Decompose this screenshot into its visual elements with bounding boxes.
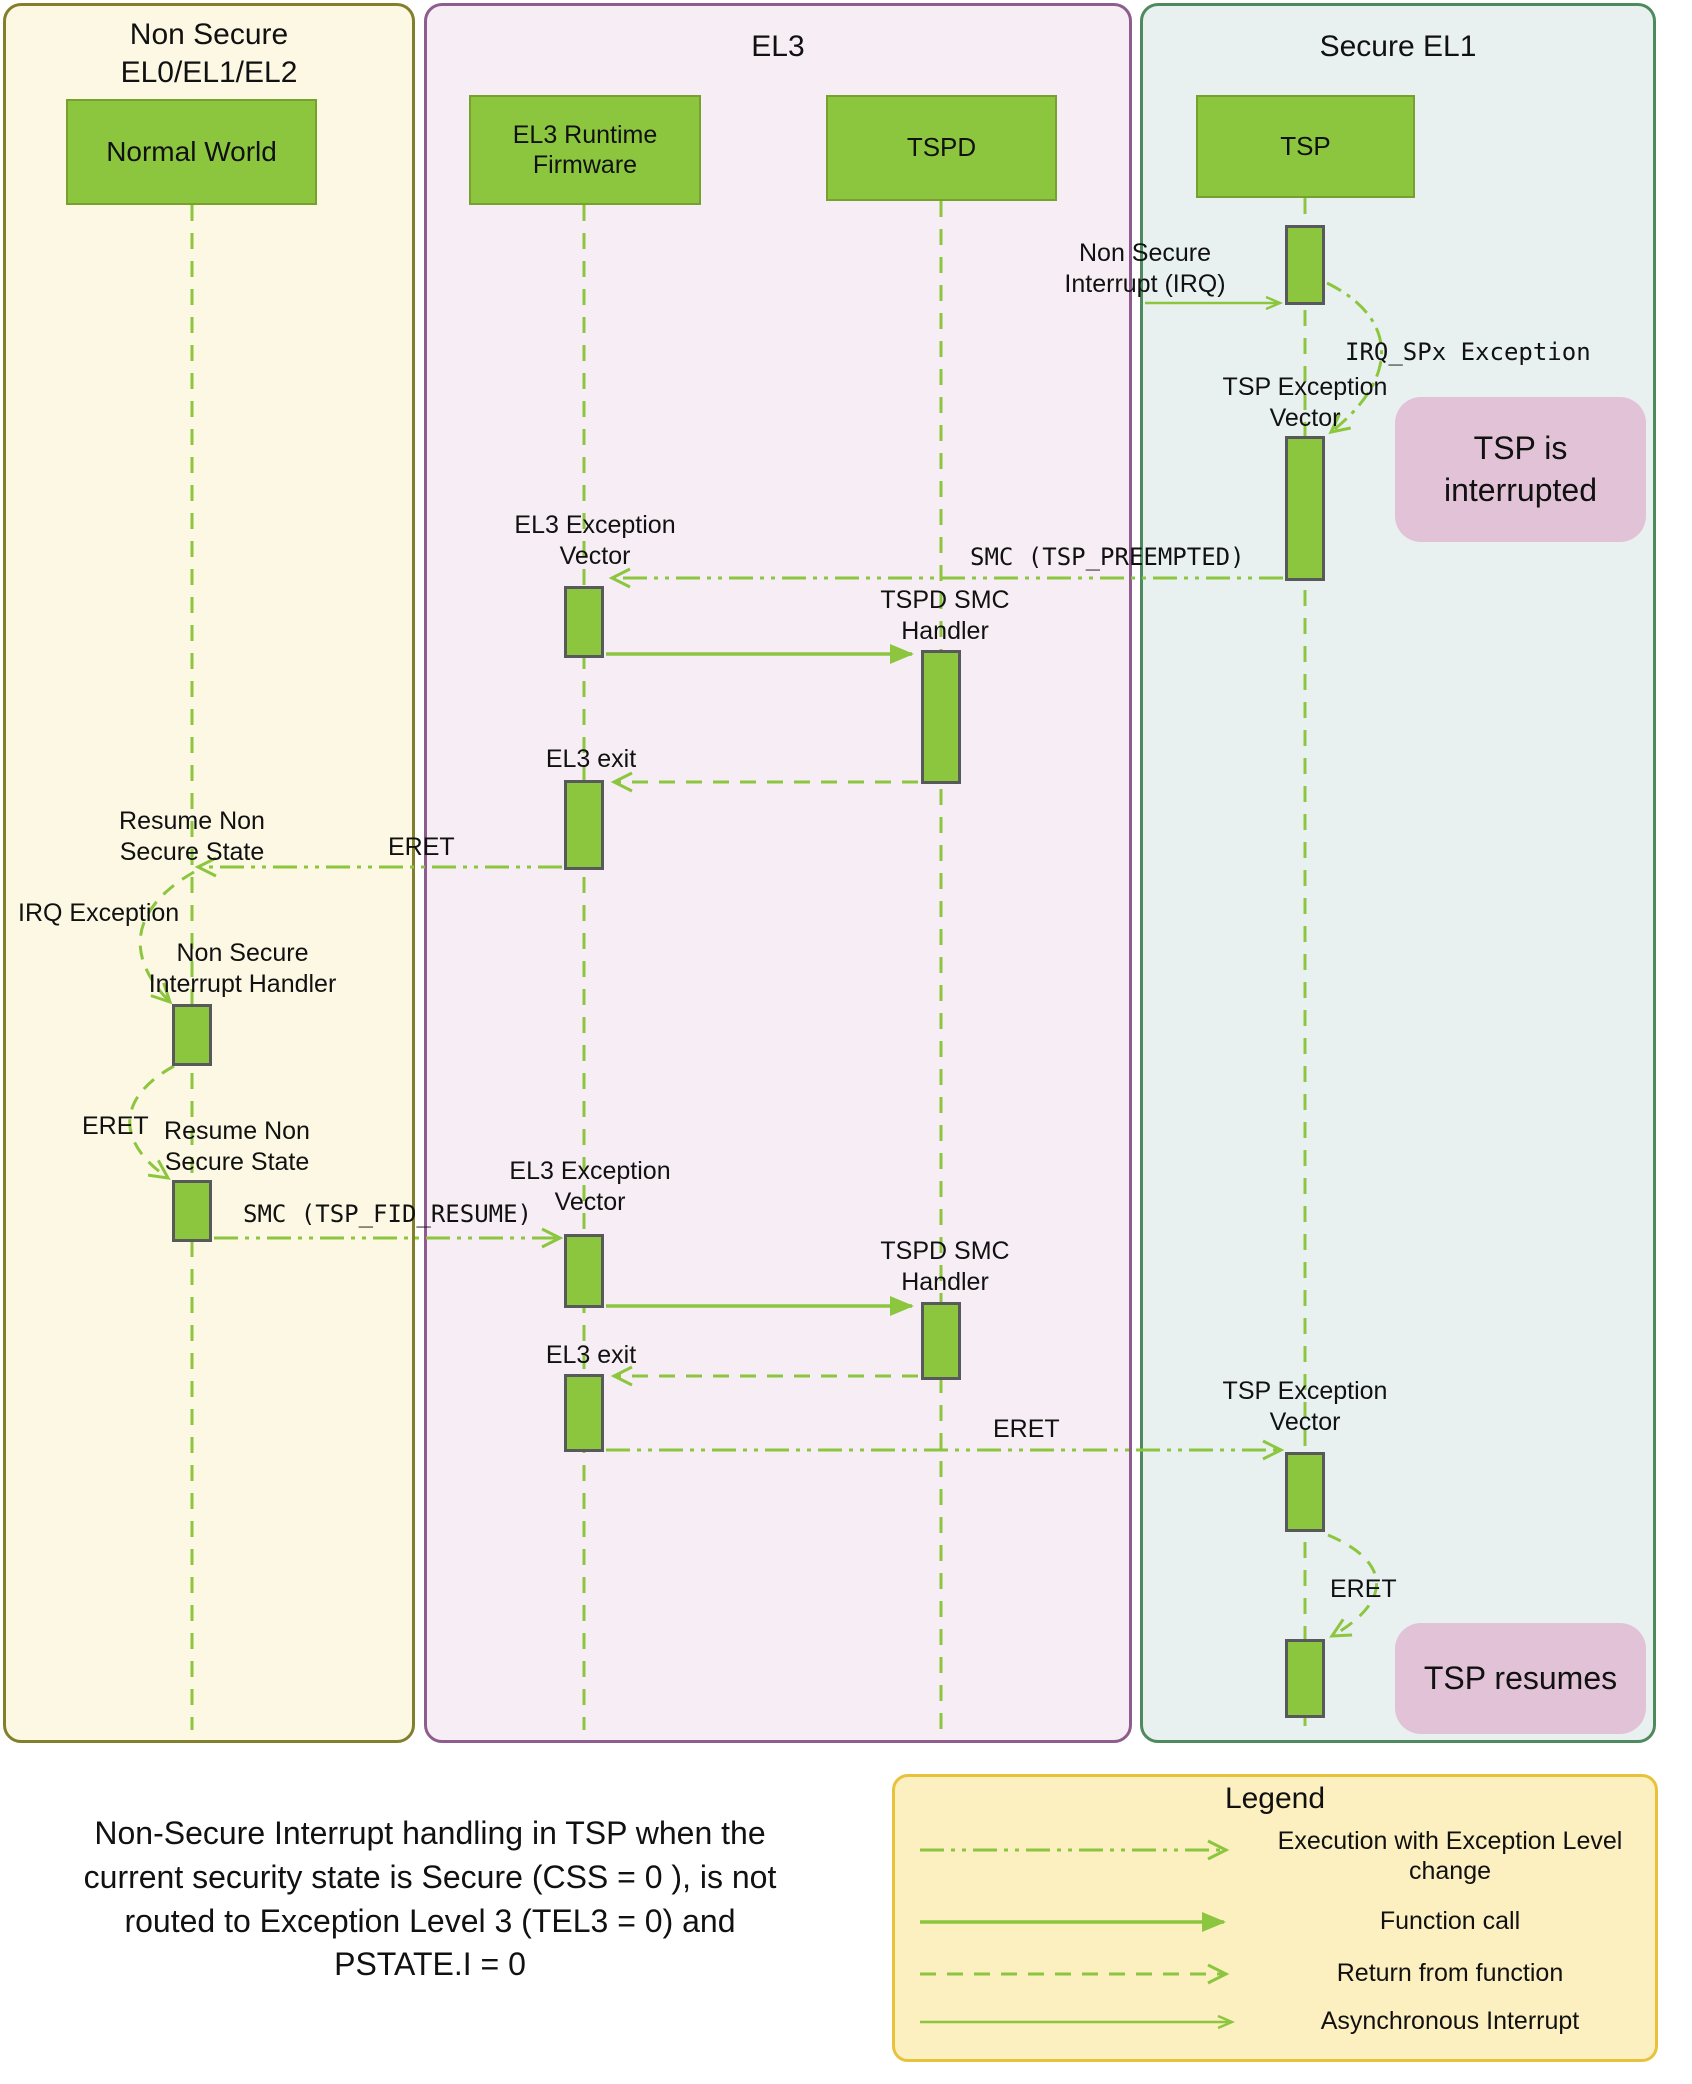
- label-non-secure-interrupt-irq: Non Secure Interrupt (IRQ): [1064, 239, 1226, 298]
- note-tsp-is-interrupted: TSP is interrupted: [1395, 397, 1646, 542]
- label-tspd-smc-handler-1: TSPD SMC Handler: [880, 586, 1010, 645]
- label-resume-non-secure-state-2: Resume Non Secure State: [164, 1117, 310, 1176]
- actor-tsp-label: TSP: [1280, 130, 1331, 161]
- actor-el3-runtime-firmware: EL3 Runtime Firmware: [469, 95, 701, 205]
- actor-tspd-label: TSPD: [906, 132, 977, 163]
- activation-el3-exception-vector-2: [564, 1234, 604, 1308]
- label-el3-exit-2: EL3 exit: [545, 1341, 637, 1369]
- label-tsp-exception-vector-1: TSP Exception Vector: [1222, 373, 1388, 432]
- note-tsp-resumes-text: TSP resumes: [1423, 1659, 1618, 1696]
- legend-label-asynchronous-interrupt: Asynchronous Interrupt: [1320, 2007, 1580, 2035]
- actor-el3-runtime-firmware-label: EL3 Runtime Firmware: [512, 121, 658, 179]
- activation-tsp-resumed: [1285, 1639, 1325, 1718]
- label-smc-tsp-fid-resume: SMC (TSP_FID_RESUME): [243, 1200, 532, 1228]
- label-eret-1: ERET: [388, 833, 455, 861]
- activation-el3-exception-vector-1: [564, 586, 604, 658]
- actor-normal-world: Normal World: [66, 99, 317, 205]
- activation-non-secure-interrupt-handler: [172, 1004, 212, 1066]
- label-eret-4: ERET: [1330, 1575, 1397, 1603]
- label-non-secure-interrupt-handler: Non Secure Interrupt Handler: [148, 939, 337, 998]
- label-el3-exception-vector-1: EL3 Exception Vector: [514, 511, 676, 570]
- lane-title-secure-el1: Secure EL1: [1319, 30, 1477, 63]
- activation-tsp-running: [1285, 225, 1325, 305]
- legend-box: [892, 1774, 1658, 2062]
- label-irq-exception: IRQ Exception: [18, 899, 180, 927]
- legend-title: Legend: [1224, 1782, 1326, 1815]
- label-irq-spx-exception: IRQ_SPx Exception: [1345, 338, 1591, 366]
- activation-el3-exit-2: [564, 1374, 604, 1452]
- activation-tspd-smc-handler-2: [921, 1302, 961, 1380]
- actor-tsp: TSP: [1196, 95, 1415, 198]
- label-el3-exception-vector-2: EL3 Exception Vector: [509, 1157, 671, 1216]
- legend-label-function-call: Function call: [1379, 1907, 1521, 1935]
- lane-title-el3: EL3: [751, 30, 805, 63]
- legend-label-exception-level-change: Execution with Exception Level change: [1277, 1827, 1623, 1885]
- activation-tsp-exception-vector-2: [1285, 1452, 1325, 1532]
- label-eret-3: ERET: [993, 1415, 1060, 1443]
- diagram-caption: Non-Secure Interrupt handling in TSP whe…: [83, 1815, 777, 1983]
- activation-tspd-smc-handler-1: [921, 650, 961, 784]
- activation-resume-non-secure-state: [172, 1180, 212, 1242]
- activation-tsp-exception-vector-1: [1285, 436, 1325, 581]
- activation-el3-exit-1: [564, 780, 604, 870]
- lane-secure-el1: Secure EL1: [1140, 3, 1656, 1743]
- actor-tspd: TSPD: [826, 95, 1057, 201]
- label-resume-non-secure-state-1: Resume Non Secure State: [119, 807, 265, 866]
- note-tsp-resumes: TSP resumes: [1395, 1623, 1646, 1734]
- label-tspd-smc-handler-2: TSPD SMC Handler: [880, 1237, 1010, 1296]
- actor-normal-world-label: Normal World: [106, 136, 277, 168]
- legend-label-return-from-function: Return from function: [1336, 1959, 1564, 1987]
- lane-el3: EL3: [424, 3, 1132, 1743]
- lane-title-non-secure: Non Secure EL0/EL1/EL2: [120, 18, 298, 89]
- label-smc-tsp-preempted: SMC (TSP_PREEMPTED): [970, 543, 1245, 571]
- lane-non-secure: Non Secure EL0/EL1/EL2: [3, 3, 415, 1743]
- label-el3-exit-1: EL3 exit: [545, 745, 637, 773]
- label-tsp-exception-vector-2: TSP Exception Vector: [1222, 1377, 1388, 1436]
- note-tsp-is-interrupted-text: TSP is interrupted: [1444, 429, 1597, 508]
